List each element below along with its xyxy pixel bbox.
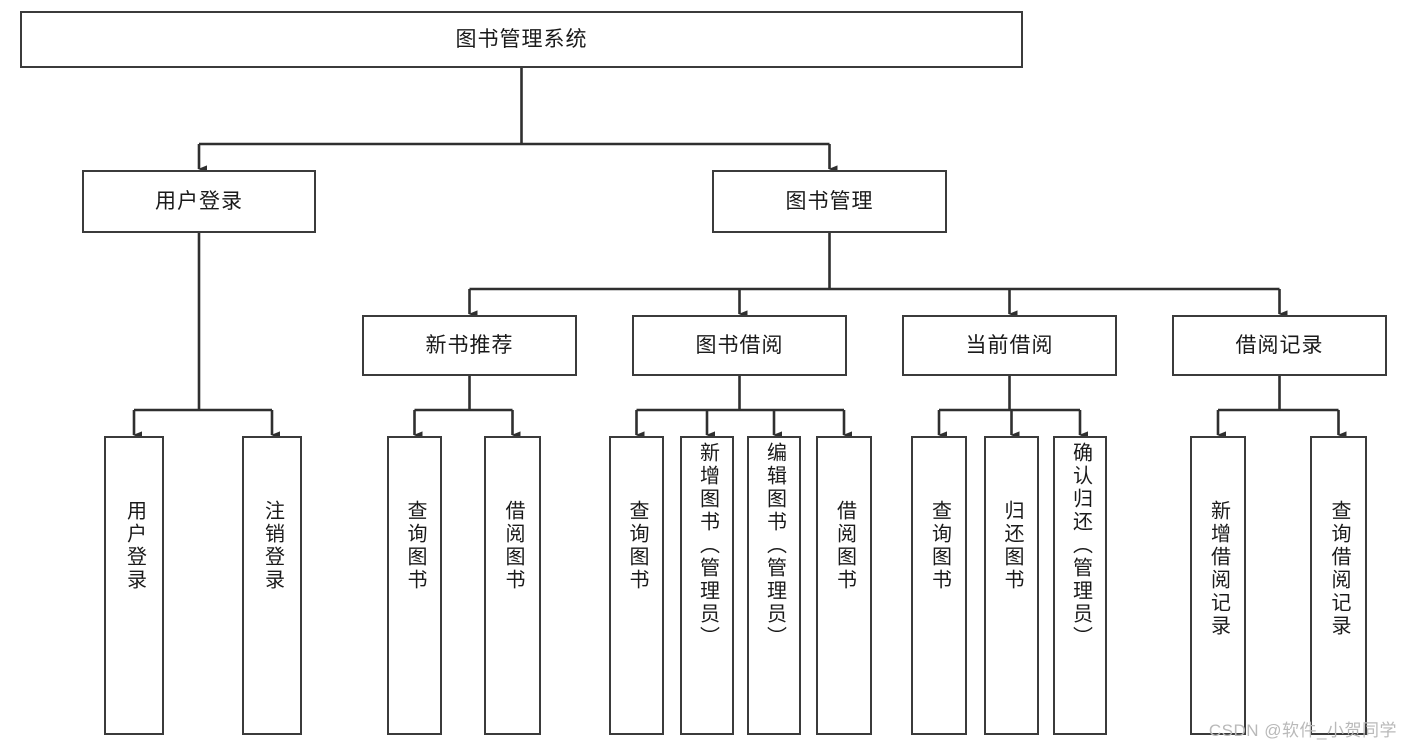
node-leaf-confirm-return[interactable]: 确认归还（管理员） — [1053, 436, 1107, 735]
node-leaf-query-book-3-label: 查询图书 — [928, 500, 951, 592]
node-borrow-record[interactable]: 借阅记录 — [1172, 315, 1387, 376]
node-leaf-query-book-3[interactable]: 查询图书 — [911, 436, 967, 735]
node-borrow-record-label: 借阅记录 — [1235, 333, 1324, 357]
node-leaf-return-book[interactable]: 归还图书 — [984, 436, 1039, 735]
node-new-book-recommend[interactable]: 新书推荐 — [362, 315, 577, 376]
node-root[interactable]: 图书管理系统 — [20, 11, 1023, 68]
node-leaf-query-record-label: 查询借阅记录 — [1328, 500, 1350, 638]
node-leaf-return-book-label: 归还图书 — [1001, 500, 1023, 592]
edge-group — [132, 68, 1347, 439]
node-leaf-user-login[interactable]: 用户登录 — [104, 436, 164, 735]
node-user-login-label: 用户登录 — [155, 189, 243, 213]
node-leaf-add-record[interactable]: 新增借阅记录 — [1190, 436, 1246, 735]
node-leaf-borrow-book-2-label: 借阅图书 — [833, 500, 856, 592]
node-leaf-user-login-label: 用户登录 — [123, 500, 146, 592]
node-leaf-add-book[interactable]: 新增图书（管理员） — [680, 436, 734, 735]
node-current-borrow-label: 当前借阅 — [965, 333, 1054, 357]
node-user-login[interactable]: 用户登录 — [82, 170, 316, 233]
node-leaf-edit-book[interactable]: 编辑图书（管理员） — [747, 436, 801, 735]
node-book-borrow[interactable]: 图书借阅 — [632, 315, 847, 376]
node-leaf-borrow-book-2[interactable]: 借阅图书 — [816, 436, 872, 735]
node-leaf-query-book-1-label: 查询图书 — [404, 500, 426, 592]
node-leaf-add-record-label: 新增借阅记录 — [1207, 500, 1230, 638]
node-leaf-query-book-2[interactable]: 查询图书 — [609, 436, 664, 735]
node-leaf-logout-label: 注销登录 — [261, 500, 284, 592]
node-leaf-query-book-1[interactable]: 查询图书 — [387, 436, 442, 735]
node-book-borrow-label: 图书借阅 — [695, 333, 784, 357]
node-book-management-label: 图书管理 — [785, 189, 874, 213]
node-current-borrow[interactable]: 当前借阅 — [902, 315, 1117, 376]
node-leaf-borrow-book-1[interactable]: 借阅图书 — [484, 436, 541, 735]
node-leaf-query-book-2-label: 查询图书 — [626, 500, 648, 592]
node-root-label: 图书管理系统 — [455, 27, 588, 51]
node-new-book-recommend-label: 新书推荐 — [425, 333, 514, 357]
node-leaf-logout[interactable]: 注销登录 — [242, 436, 302, 735]
node-leaf-borrow-book-1-label: 借阅图书 — [502, 500, 524, 592]
watermark-text: CSDN @软件_小贺同学 — [1208, 721, 1397, 740]
node-leaf-add-book-label: 新增图书（管理员） — [696, 442, 719, 649]
node-leaf-confirm-return-label: 确认归还（管理员） — [1069, 442, 1092, 649]
node-leaf-query-record[interactable]: 查询借阅记录 — [1310, 436, 1367, 735]
node-leaf-edit-book-label: 编辑图书（管理员） — [763, 442, 786, 649]
node-book-management[interactable]: 图书管理 — [712, 170, 947, 233]
